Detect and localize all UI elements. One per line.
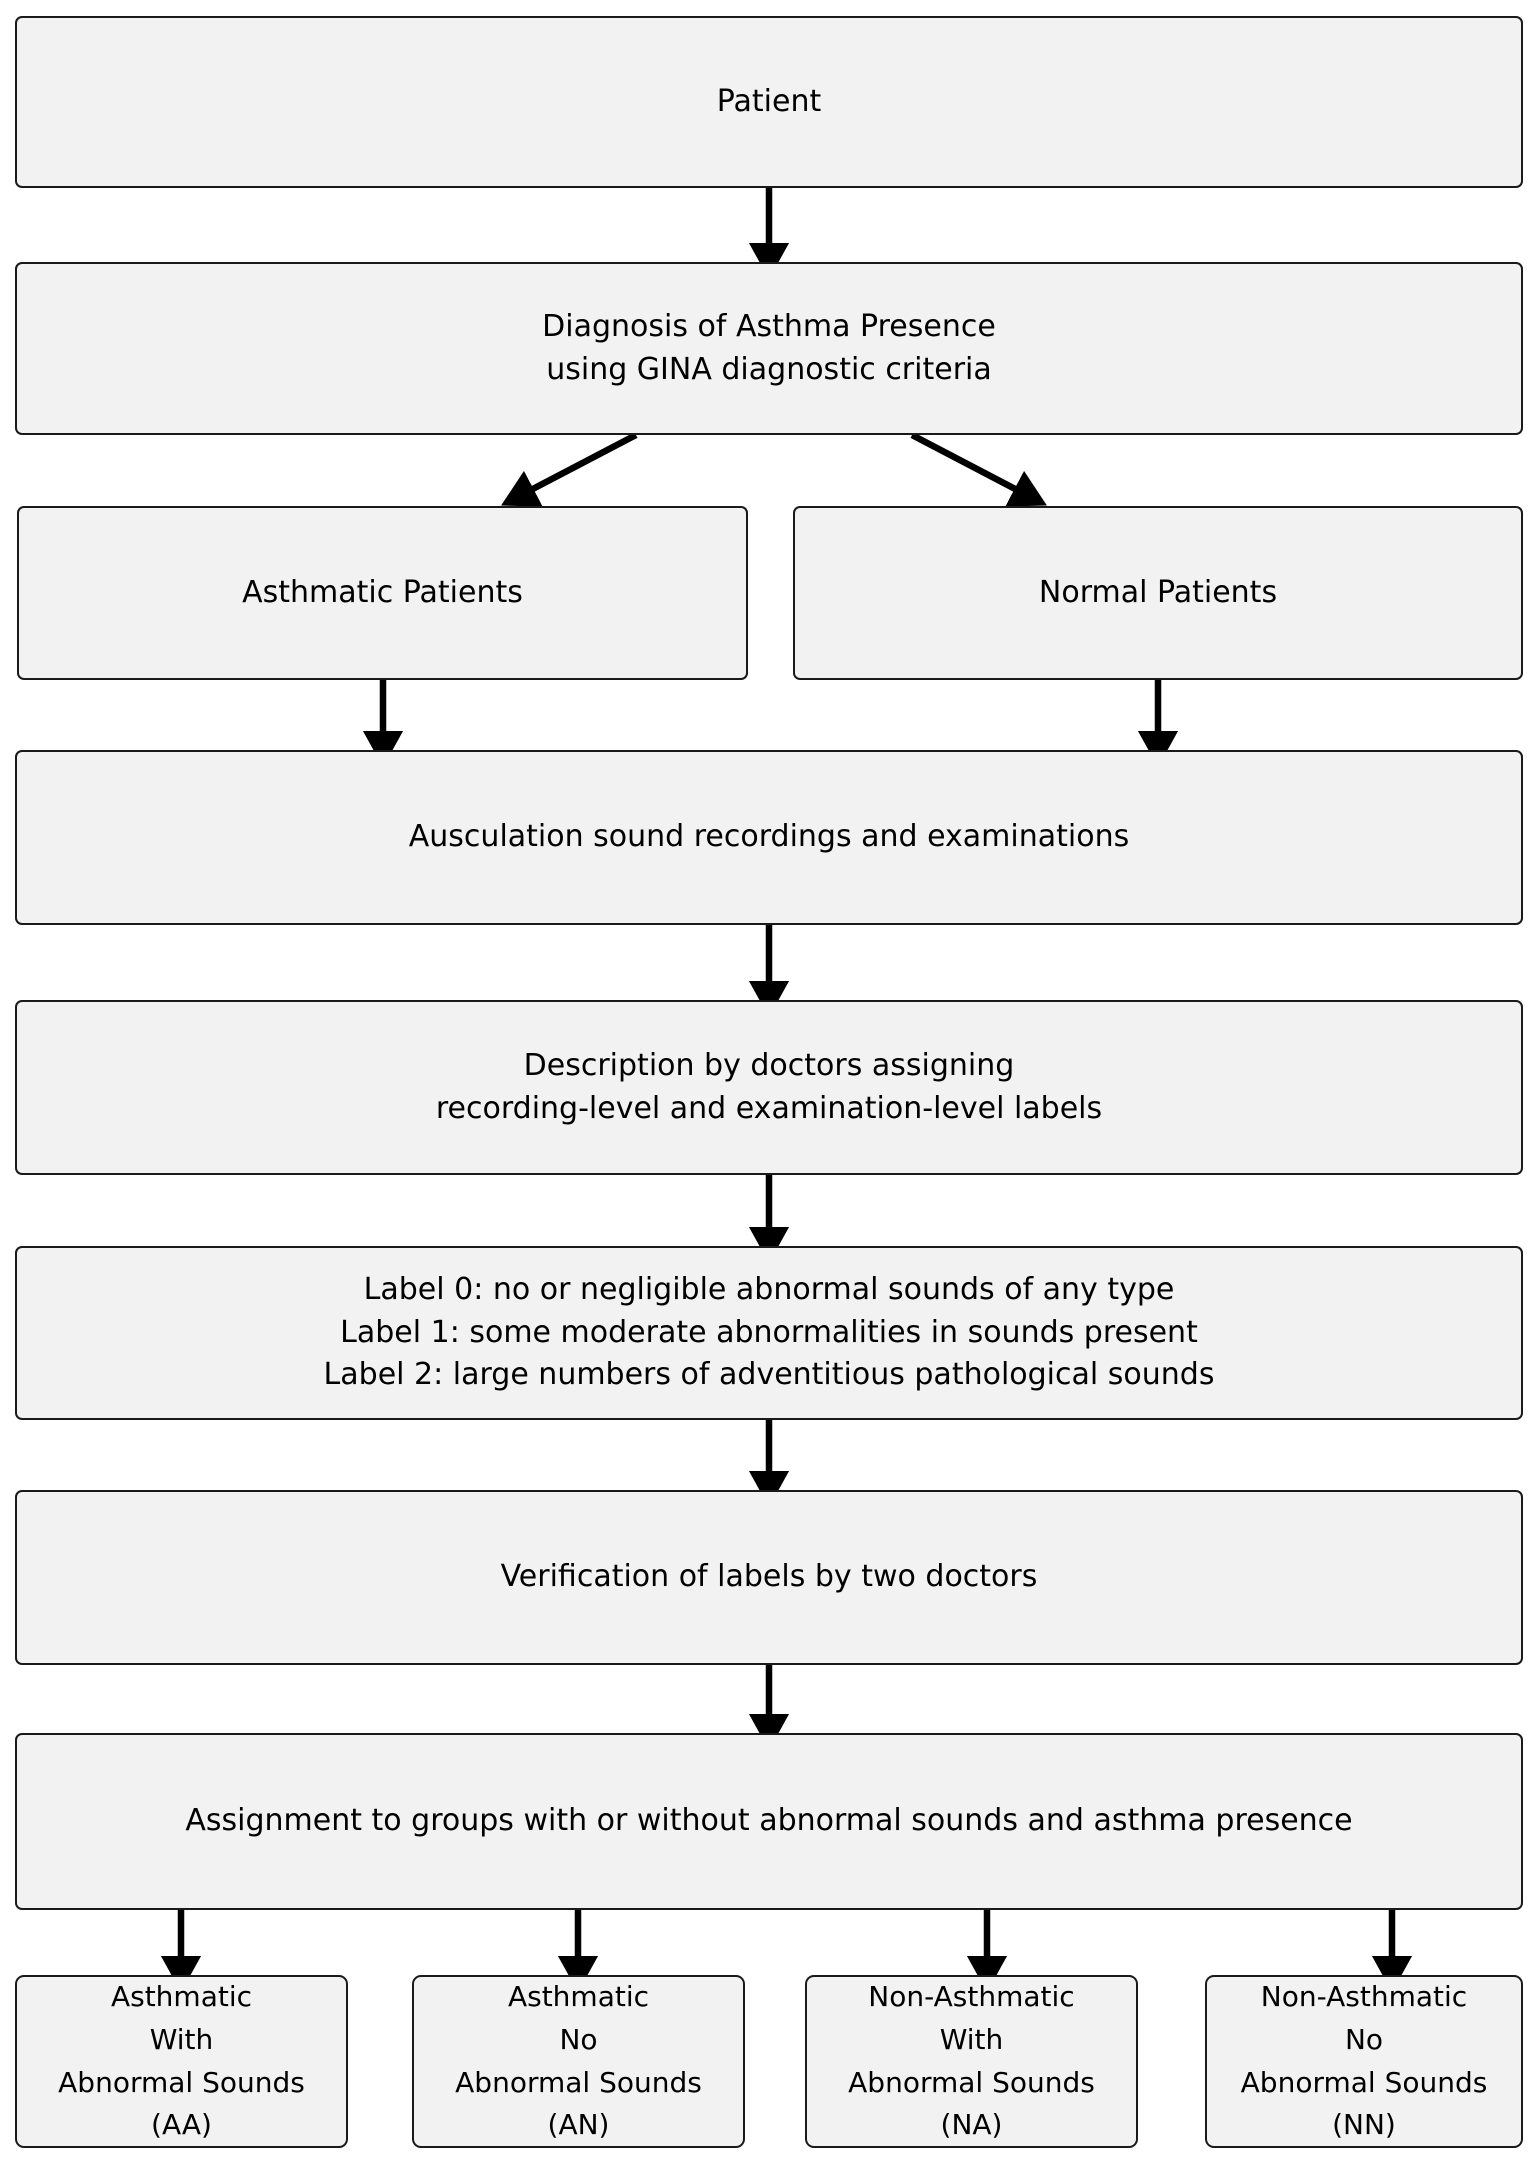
node-asthmatic-patients[interactable]: Asthmatic Patients [17, 506, 748, 680]
node-label-definitions[interactable]: Label 0: no or negligible abnormal sound… [15, 1246, 1523, 1420]
node-patient[interactable]: Patient [15, 16, 1523, 188]
node-diagnosis-of-asthma-presence[interactable]: Diagnosis of Asthma Presence using GINA … [15, 262, 1523, 435]
node-verification-of-labels[interactable]: Verification of labels by two doctors [15, 1490, 1523, 1665]
node-group-aa[interactable]: Asthmatic With Abnormal Sounds (AA) [15, 1975, 348, 2148]
node-group-nn[interactable]: Non-Asthmatic No Abnormal Sounds (NN) [1205, 1975, 1523, 2148]
node-assignment-to-groups[interactable]: Assignment to groups with or without abn… [15, 1733, 1523, 1910]
node-group-na[interactable]: Non-Asthmatic With Abnormal Sounds (NA) [805, 1975, 1138, 2148]
node-normal-patients[interactable]: Normal Patients [793, 506, 1523, 680]
edge-diagnosis-to-asthmatic [501, 432, 638, 507]
node-ausculation-sound-recordings[interactable]: Ausculation sound recordings and examina… [15, 750, 1523, 925]
node-group-an[interactable]: Asthmatic No Abnormal Sounds (AN) [412, 1975, 745, 2148]
node-description-by-doctors[interactable]: Description by doctors assigning recordi… [15, 1000, 1523, 1175]
edge-diagnosis-to-normal [910, 432, 1047, 507]
